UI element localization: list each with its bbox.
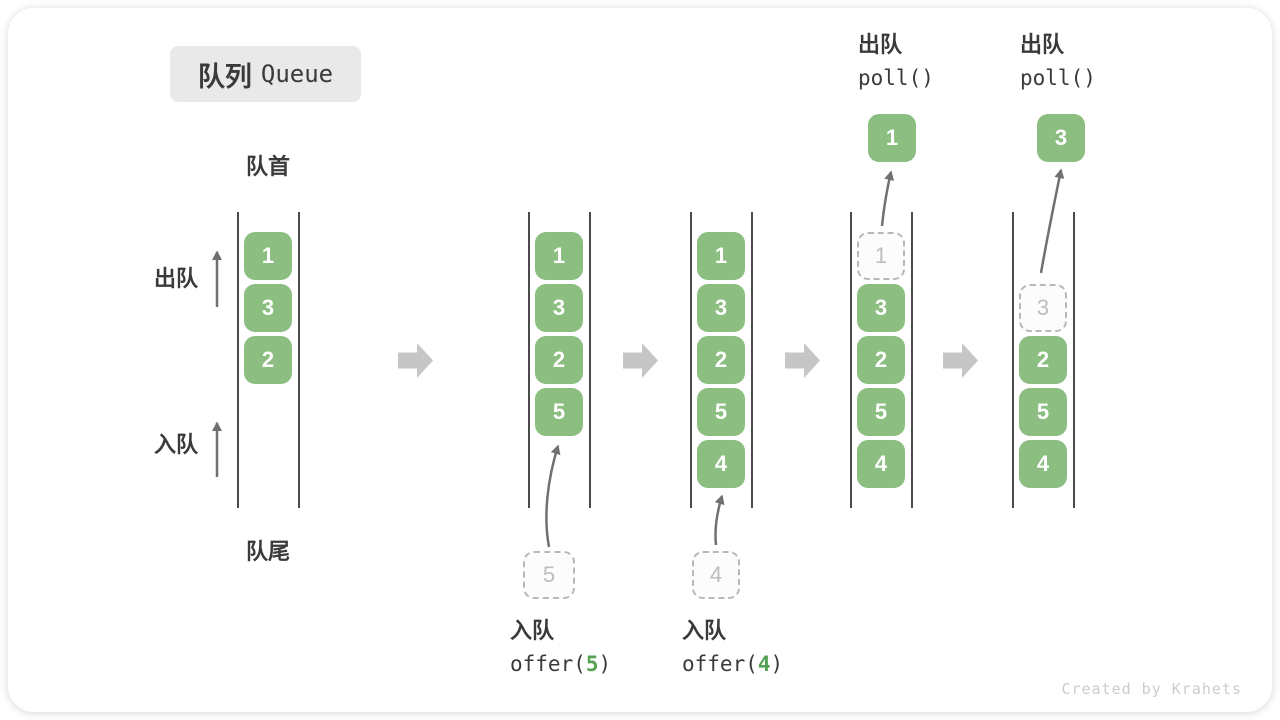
queue-wall-left	[528, 212, 530, 508]
queue-item-solid-floating: 1	[868, 114, 916, 162]
queue-item-solid: 3	[697, 284, 745, 332]
queue-item-dashed-floating: 5	[523, 551, 575, 599]
queue-item-solid: 1	[535, 232, 583, 280]
operation-name: 出队	[858, 32, 903, 57]
queue-item-solid: 5	[857, 388, 905, 436]
operation-label-group: 入队 offer(4)	[682, 618, 783, 677]
queue-wall-left	[690, 212, 692, 508]
operation-code: offer(5)	[510, 652, 612, 677]
operation-name: 入队	[510, 618, 555, 643]
operation-label-group: 出队 poll()	[858, 32, 934, 91]
queue-item-solid: 5	[697, 388, 745, 436]
operation-code: poll()	[858, 66, 934, 91]
title-box: 队列 Queue	[170, 46, 361, 102]
queue-item-solid-floating: 3	[1037, 114, 1085, 162]
queue-item-solid: 3	[244, 284, 292, 332]
queue-item-solid: 2	[857, 336, 905, 384]
queue-item-solid: 1	[697, 232, 745, 280]
operation-code: poll()	[1020, 66, 1096, 91]
queue-item-solid: 3	[535, 284, 583, 332]
operation-label-group: 出队 poll()	[1020, 32, 1096, 91]
title-zh: 队列	[197, 61, 252, 92]
queue-wall-left	[850, 212, 852, 508]
operation-label-group: 入队 offer(5)	[510, 618, 611, 677]
queue-item-solid: 4	[1019, 440, 1067, 488]
queue-item-solid: 2	[244, 336, 292, 384]
queue-item-dashed: 3	[1019, 284, 1067, 332]
operation-code: offer(4)	[682, 652, 784, 677]
queue-item-solid: 3	[857, 284, 905, 332]
queue-wall-right	[751, 212, 753, 508]
label-dequeue-side: 出队	[153, 266, 198, 291]
label-queue-front: 队首	[245, 154, 290, 179]
queue-item-solid: 2	[1019, 336, 1067, 384]
title-en: Queue	[260, 60, 334, 88]
queue-item-solid: 5	[1019, 388, 1067, 436]
label-queue-rear: 队尾	[245, 539, 290, 564]
queue-item-solid: 1	[244, 232, 292, 280]
queue-wall-right	[589, 212, 591, 508]
queue-item-solid: 5	[535, 388, 583, 436]
queue-wall-right	[911, 212, 913, 508]
operation-name: 入队	[682, 618, 727, 643]
queue-wall-right	[298, 212, 300, 508]
diagram-card	[8, 8, 1272, 712]
queue-wall-left	[237, 212, 239, 508]
queue-item-solid: 2	[697, 336, 745, 384]
queue-wall-right	[1073, 212, 1075, 508]
label-enqueue-side: 入队	[153, 432, 198, 457]
queue-wall-left	[1012, 212, 1014, 508]
queue-item-solid: 4	[697, 440, 745, 488]
watermark: Created by Krahets	[1061, 680, 1242, 698]
queue-item-solid: 4	[857, 440, 905, 488]
queue-item-solid: 2	[535, 336, 583, 384]
queue-item-dashed: 1	[857, 232, 905, 280]
operation-name: 出队	[1020, 32, 1065, 57]
queue-item-dashed-floating: 4	[692, 551, 740, 599]
